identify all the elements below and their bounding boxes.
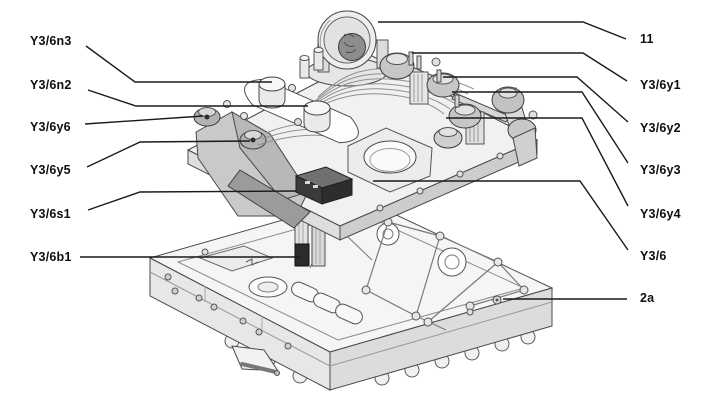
leader-y3-6n2 (87, 89, 308, 107)
leader-11 (378, 21, 627, 40)
solenoid-y2 (426, 69, 460, 98)
callout-y3-6y3: Y3/6y3 (640, 163, 681, 177)
leader-y3-6y1 (412, 52, 628, 82)
callout-y3-6b1: Y3/6b1 (30, 250, 72, 264)
solenoid-y1 (379, 51, 422, 80)
leader-y3-6y3 (452, 91, 629, 164)
solenoid-y4 (433, 127, 463, 149)
leader-y3-6n3 (85, 45, 272, 83)
callout-y3-6n3: Y3/6n3 (30, 34, 72, 48)
callout-y3-6: Y3/6 (640, 249, 667, 263)
solenoid-y6 (193, 107, 221, 127)
sensor-n3 (258, 76, 286, 109)
valve-body-lower (148, 197, 554, 391)
control-unit-upper (186, 10, 539, 241)
solenoid-cluster-right (379, 51, 538, 167)
callout-y3-6s1: Y3/6s1 (30, 207, 71, 221)
callout-y3-6y4: Y3/6y4 (640, 207, 681, 221)
leader-y3-6y2 (443, 76, 629, 123)
callout-y3-6y6: Y3/6y6 (30, 120, 71, 134)
sensor-bracket (244, 76, 359, 144)
leader-y3-6y5 (86, 140, 251, 168)
callout-y3-6y1: Y3/6y1 (640, 78, 681, 92)
leader-y3-6y4 (446, 117, 629, 207)
s1-block (294, 166, 354, 205)
sensor-n2 (303, 100, 331, 133)
leader-y3-6s1 (87, 190, 297, 211)
b1-sensor (294, 243, 310, 267)
callout-y3-6y5: Y3/6y5 (30, 163, 71, 177)
callout-y3-6n2: Y3/6n2 (30, 78, 72, 92)
leader-y3-6y6 (84, 115, 204, 125)
leader-y3-6 (373, 180, 629, 251)
solenoid-y3 (448, 94, 482, 129)
callout-y3-6y2: Y3/6y2 (640, 121, 681, 135)
leader-lines (80, 21, 629, 300)
callout-11: 11 (640, 32, 654, 46)
callout-2a: 2a (640, 291, 655, 305)
solenoid-y5 (239, 130, 267, 150)
